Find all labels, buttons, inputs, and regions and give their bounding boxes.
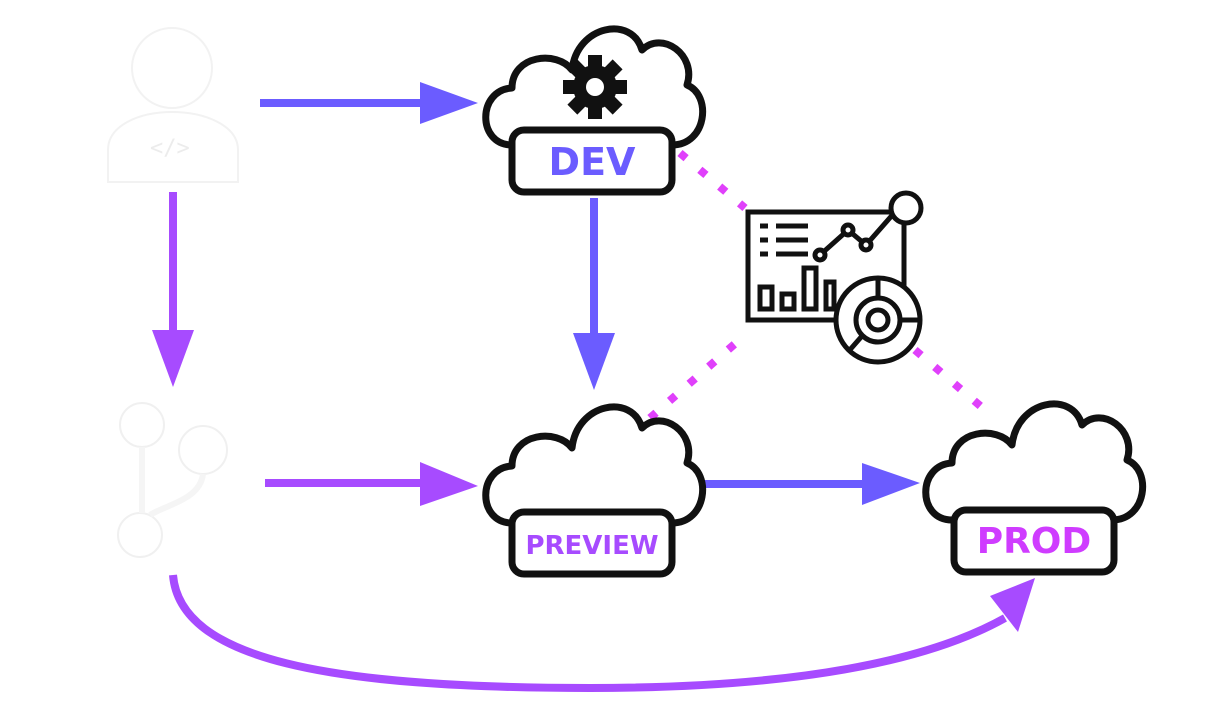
prod-cloud[interactable]: PROD (926, 404, 1143, 576)
svg-text:</>: </> (150, 136, 190, 161)
preview-label: PREVIEW (525, 531, 658, 561)
arrow-dev-to-preview (573, 198, 615, 390)
arrow-developer-to-dev (260, 82, 478, 124)
dev-label-box (508, 126, 676, 196)
arrow-git-to-preview (265, 462, 478, 506)
preview-label-box (508, 508, 676, 578)
arrow-preview-to-prod (705, 463, 920, 505)
prod-label-box (950, 506, 1118, 576)
preview-cloud[interactable]: PREVIEW (486, 407, 703, 578)
dev-cloud[interactable]: DEV (486, 29, 703, 196)
developer-icon: </> (107, 27, 239, 183)
arrow-developer-to-git (152, 192, 194, 387)
arrow-git-to-prod (169, 574, 1035, 693)
dev-label: DEV (549, 140, 637, 184)
monitoring-links (647, 149, 988, 422)
dashboard-analytics-icon (745, 190, 924, 365)
git-branch-icon (117, 402, 228, 558)
gear-icon (563, 55, 627, 119)
prod-label: PROD (977, 521, 1092, 562)
